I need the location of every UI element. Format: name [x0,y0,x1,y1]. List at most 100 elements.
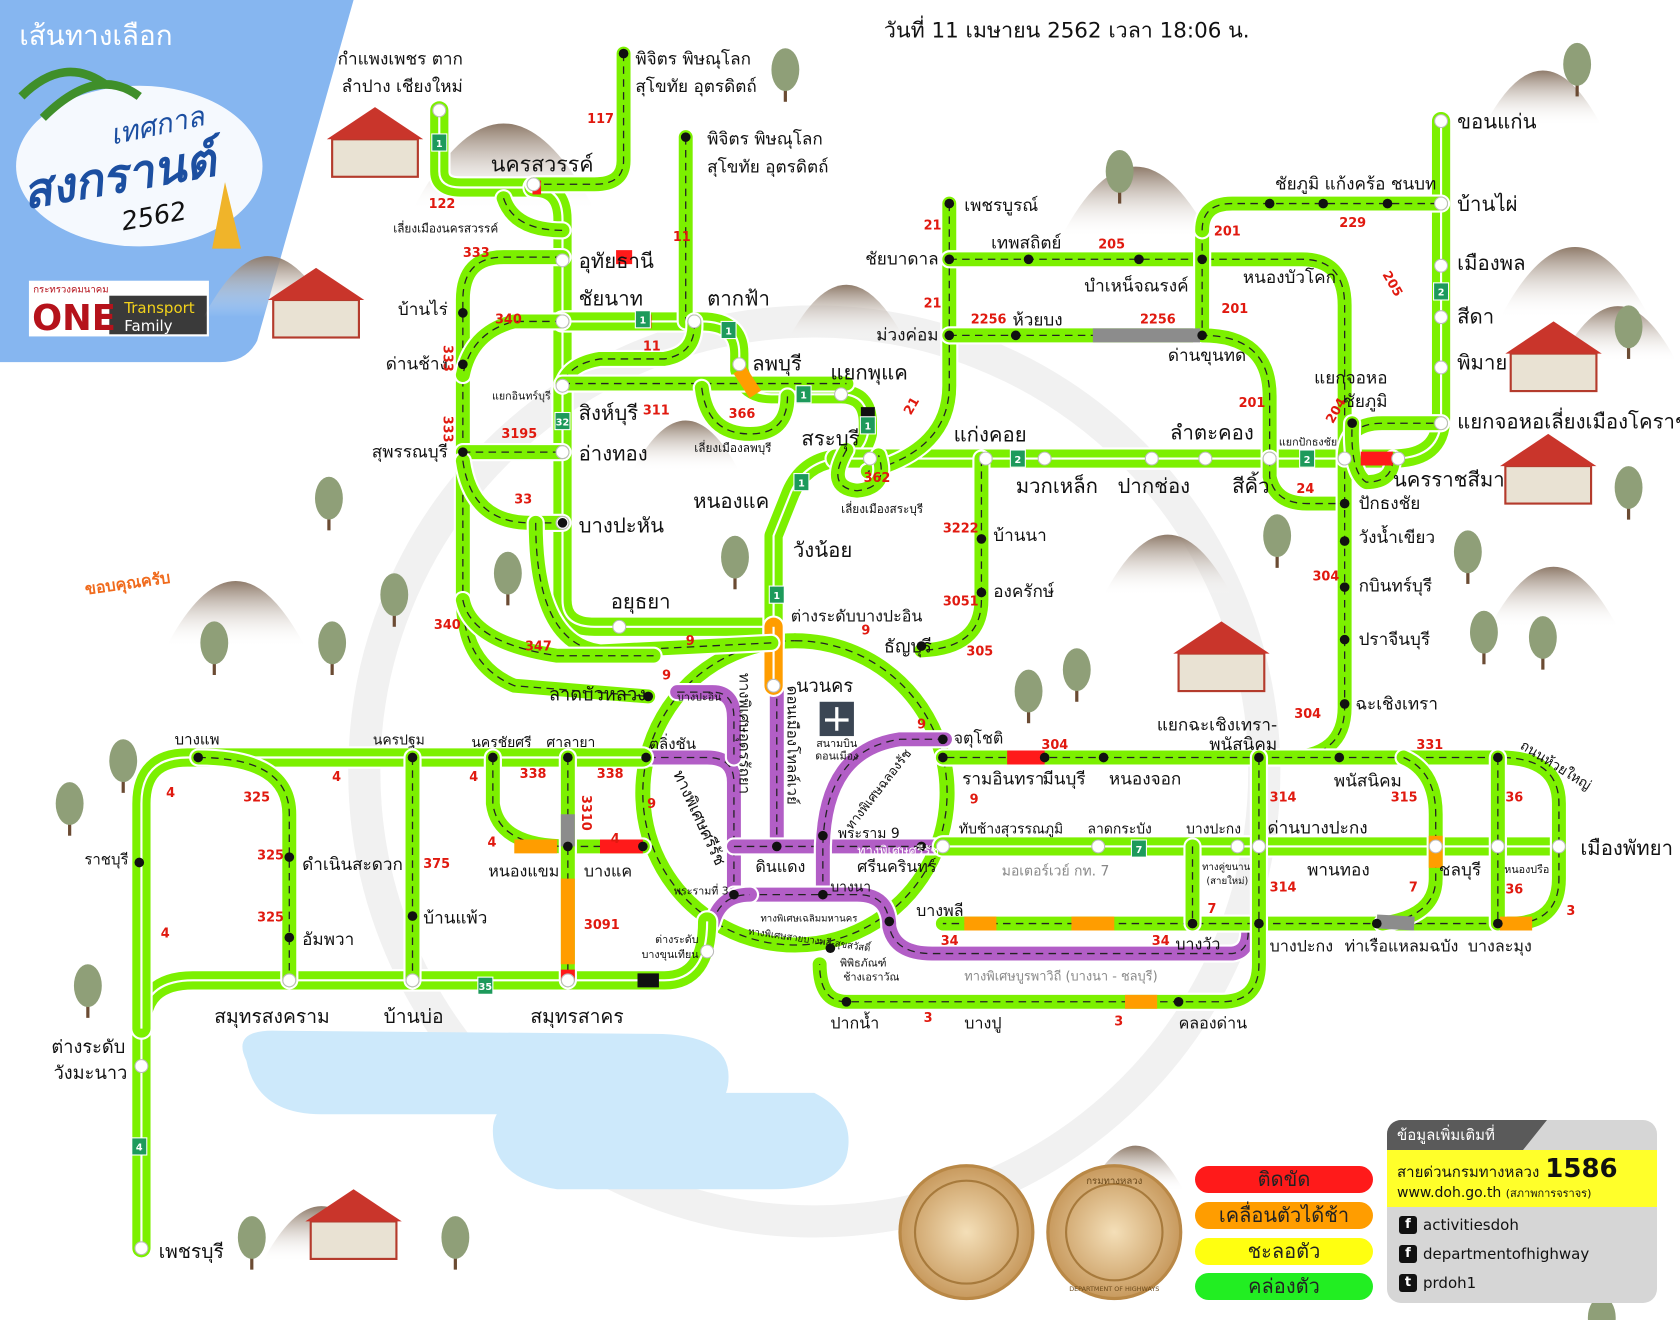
place-label[interactable]: สมุทรสงคราม [214,1005,329,1029]
station-node[interactable] [488,752,498,763]
place-label[interactable]: นวนคร [796,676,853,697]
place-label[interactable]: เพชรบุรี [159,1240,224,1264]
station-node[interactable] [938,734,948,745]
place-label[interactable]: มวกเหล็ก [1016,473,1098,498]
place-label[interactable]: ดอนเมืองโทลล์เวย์ [784,686,802,805]
station-node[interactable] [1134,254,1144,265]
place-label[interactable]: ทางพิเศษบูรพาวิถี (บางนา - ชลบุรี) [964,969,1157,984]
place-label[interactable]: สิงห์บุรี [579,401,639,426]
station-node[interactable] [458,447,468,457]
major-station-node[interactable] [834,387,849,402]
major-station-node[interactable] [282,973,297,988]
place-label[interactable]: บำเหน็จณรงค์ [1084,274,1188,296]
place-label[interactable]: บ้านไผ่ [1457,192,1517,216]
place-label[interactable]: รามอินทรา [962,769,1044,789]
station-node[interactable] [944,254,955,265]
place-label[interactable]: นครชัยศรี [471,735,532,751]
place-label[interactable]: วังน้ำเขียว [1359,525,1436,548]
station-node[interactable] [1254,918,1264,929]
place-label[interactable]: มีนบุรี [1043,769,1086,789]
station-node[interactable] [680,132,691,142]
place-label[interactable]: บ้านบ่อ [384,1005,444,1028]
station-node[interactable] [884,916,895,927]
station-node[interactable] [976,587,987,598]
place-label[interactable]: พิพิธภัณฑ์ [840,956,887,969]
place-label[interactable]: แยกจอหอ [1314,369,1387,389]
place-label[interactable]: บางปะกง [1270,936,1333,955]
major-station-node[interactable] [1434,360,1449,375]
place-label[interactable]: ปักธงชัย [1359,494,1421,514]
place-label[interactable]: คลองด่าน [1179,1014,1248,1033]
place-label[interactable]: บางละมุง [1468,936,1532,956]
place-label[interactable]: ห้วยบง [1012,311,1062,331]
place-label[interactable]: พระราม 9 [838,826,900,842]
place-label[interactable]: ต่างระดับบางปะอิน [791,606,923,625]
major-station-node[interactable] [1490,839,1505,854]
station-node[interactable] [1187,918,1198,929]
station-node[interactable] [638,841,648,852]
major-station-node[interactable] [1434,196,1449,211]
station-node[interactable] [458,308,468,318]
place-label[interactable]: แก่งคอย [954,422,1027,446]
major-station-node[interactable] [978,451,993,466]
major-station-node[interactable] [1230,839,1245,854]
place-label[interactable]: บางปะอิน [677,691,722,704]
major-station-node[interactable] [1434,310,1449,325]
place-label[interactable]: บางวัว [1175,934,1220,953]
station-node[interactable] [193,752,204,763]
place-label[interactable]: เลี่ยงเมืองสระบุรี [841,501,923,516]
place-label[interactable]: (สายใหม่) [1206,875,1248,887]
place-label[interactable]: แยกฉะเชิงเทรา- [1157,716,1277,736]
station-node[interactable] [1039,752,1050,763]
station-node[interactable] [976,534,987,544]
place-label[interactable]: นครปฐม [373,733,425,749]
place-label[interactable]: ด่านบางปะกง [1268,819,1368,839]
station-node[interactable] [1197,254,1207,265]
place-label[interactable]: ราชบุรี [84,851,128,870]
place-label[interactable]: กบินทร์บุรี [1359,576,1433,596]
station-node[interactable] [729,889,739,900]
place-label[interactable]: บางขุนเทียน [642,948,700,961]
station-node[interactable] [618,48,629,59]
station-node[interactable] [641,752,651,763]
major-station-node[interactable] [134,1059,149,1074]
place-label[interactable]: พิมาย [1457,351,1507,375]
place-label[interactable]: เมืองพล [1457,251,1525,275]
station-node[interactable] [1173,996,1184,1007]
major-station-node[interactable] [555,253,570,268]
major-station-node[interactable] [863,451,877,466]
place-label[interactable]: สุโขทัย อุตรดิตถ์ [707,157,828,178]
place-label[interactable]: ต่างระดับ [51,1037,125,1058]
place-label[interactable]: สนามบิน [816,737,858,750]
station-node[interactable] [134,857,145,868]
station-node[interactable] [1339,498,1350,509]
major-station-node[interactable] [687,314,702,329]
place-label[interactable]: หนองแขม [488,861,559,880]
major-station-node[interactable] [560,973,575,988]
place-label[interactable]: แยกอินทร์บุรี [492,390,551,403]
place-label[interactable]: ดำเนินสะดวก [302,855,403,875]
place-label[interactable]: ทางพิเศษศรีรัช [857,844,939,859]
station-node[interactable] [771,841,782,852]
place-label[interactable]: หนองปรือ [1504,863,1549,876]
place-label[interactable]: พนัสนิคม [1334,771,1402,791]
place-label[interactable]: เพชรบูรณ์ [964,196,1038,216]
place-label[interactable]: ลาดกระบัง [1088,822,1152,838]
major-station-node[interactable] [1091,839,1106,854]
place-label[interactable]: บ้านนา [993,526,1047,546]
place-label[interactable]: นครสวรรค์ [491,152,594,177]
station-node[interactable] [407,752,418,763]
place-label[interactable]: สีดา [1457,305,1494,329]
place-label[interactable]: บางแพ [175,731,220,749]
station-node[interactable] [1347,418,1357,429]
major-station-node[interactable] [1434,258,1449,273]
place-label[interactable]: ทับช้าง [959,822,1001,838]
place-label[interactable]: ตากฟ้า [707,286,770,310]
station-node[interactable] [458,359,468,370]
place-label[interactable]: ชัยบาดาล [865,250,938,270]
place-label[interactable]: เทพสถิตย์ [991,234,1061,254]
place-label[interactable]: บางปะหัน [579,514,665,538]
place-label[interactable]: อ่างทอง [579,442,648,466]
